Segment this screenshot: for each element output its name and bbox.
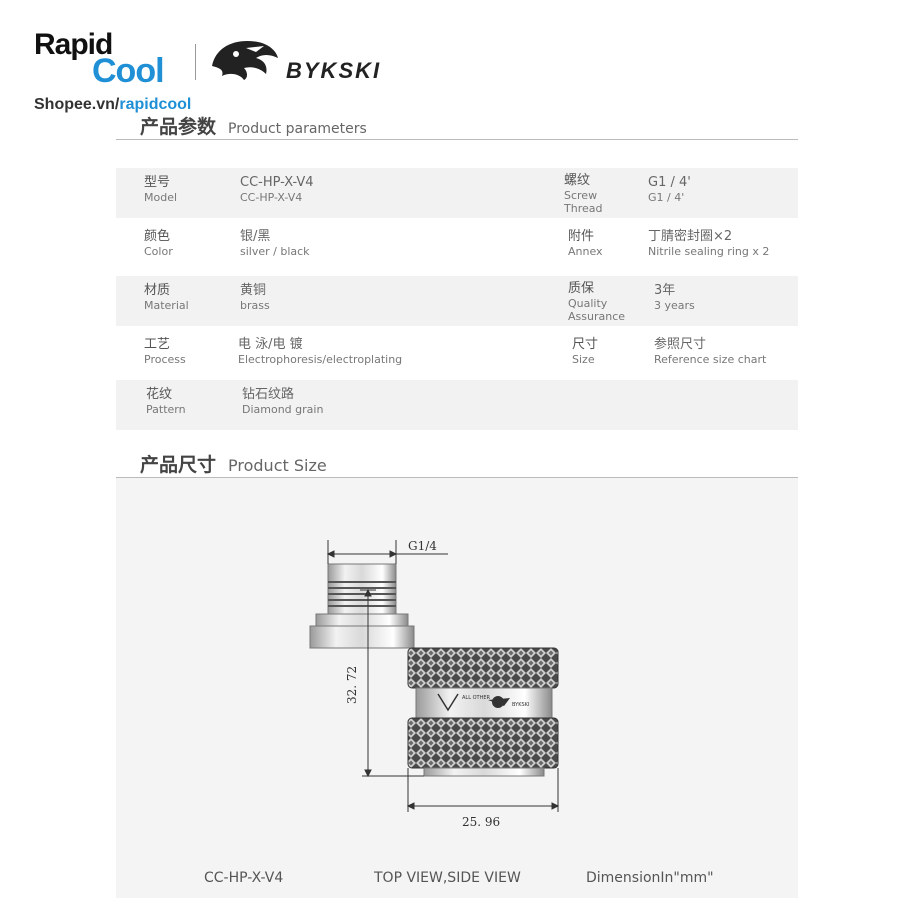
shop-url-handle: rapidcool	[119, 96, 192, 113]
label-en: Model	[144, 191, 178, 204]
width-dimension	[406, 768, 560, 812]
emblem-text-1: ALL OTHER	[462, 695, 490, 701]
caption-units: DimensionIn"mm"	[586, 870, 714, 886]
param-label: 材质 Material	[144, 282, 189, 312]
param-label: 尺寸 Size	[572, 336, 598, 366]
value-en: Electrophoresis/electroplating	[238, 353, 403, 366]
param-value: 丁腈密封圈×2 Nitrile sealing ring x 2	[648, 228, 769, 259]
rapidcool-logo-cool: Cool	[92, 52, 165, 90]
label-en: Annex	[568, 245, 603, 258]
label-en: Quality	[568, 297, 608, 310]
param-value: 电 泳/电 镀 Electrophoresis/electroplating	[238, 336, 402, 367]
param-row-material: 材质 Material 黄铜 brass 质保 Quality Assuranc…	[116, 276, 798, 326]
size-divider	[116, 477, 798, 478]
param-value: 银/黑 silver / black	[240, 228, 310, 259]
upper-knurl-ring	[407, 647, 559, 689]
params-title-en: Product parameters	[228, 121, 367, 137]
fitting-technical-drawing: ALL OTHER BYKSKI G1/4 32. 72	[309, 539, 560, 829]
label-en: Screw	[564, 189, 598, 202]
value-cn: 黄铜	[240, 283, 267, 298]
param-label: 螺纹 Screw Thread	[564, 172, 602, 215]
value-en: 3 years	[654, 299, 695, 312]
size-drawing-panel: ALL OTHER BYKSKI G1/4 32. 72	[116, 478, 798, 898]
label-en: Pattern	[146, 403, 186, 416]
param-value: 参照尺寸 Reference size chart	[654, 336, 766, 367]
thread-dimension-label: G1/4	[408, 539, 437, 553]
label-en: Color	[144, 245, 173, 258]
size-section-heading: 产品尺寸 Product Size	[140, 450, 327, 477]
param-value: 3年 3 years	[654, 282, 695, 313]
label-en-2: Assurance	[568, 310, 626, 323]
label-cn: 颜色	[144, 229, 171, 244]
param-value: G1 / 4' G1 / 4'	[648, 174, 691, 205]
label-cn: 附件	[568, 229, 595, 244]
caption-views: TOP VIEW,SIDE VIEW	[374, 870, 521, 886]
label-cn: 螺纹	[564, 173, 591, 188]
label-cn: 型号	[144, 175, 171, 190]
value-cn: CC-HP-X-V4	[240, 175, 314, 190]
value-en: Diamond grain	[242, 403, 324, 416]
logo-divider	[195, 44, 196, 80]
size-title-en: Product Size	[228, 456, 327, 475]
thread-section	[309, 563, 415, 649]
param-label: 型号 Model	[144, 174, 177, 204]
label-cn: 质保	[568, 281, 595, 296]
value-cn: 钻石纹路	[242, 387, 295, 402]
value-cn: 电 泳/电 镀	[238, 337, 303, 352]
params-divider	[116, 139, 798, 140]
label-cn: 花纹	[146, 387, 173, 402]
param-value: 黄铜 brass	[240, 282, 270, 313]
label-cn: 工艺	[144, 337, 171, 352]
value-en: brass	[240, 299, 270, 312]
value-cn: 3年	[654, 283, 676, 298]
param-row-pattern: 花纹 Pattern 钻石纹路 Diamond grain	[116, 380, 798, 430]
label-en-2: Thread	[564, 202, 603, 215]
size-title-cn: 产品尺寸	[140, 454, 217, 476]
lower-knurl-ring	[407, 717, 559, 769]
caption-model: CC-HP-X-V4	[204, 870, 284, 886]
shop-url-prefix: Shopee.vn/	[34, 96, 120, 113]
param-row-color: 颜色 Color 银/黑 silver / black 附件 Annex 丁腈密…	[116, 222, 798, 272]
param-row-process: 工艺 Process 电 泳/电 镀 Electrophoresis/elect…	[116, 330, 798, 380]
param-label: 工艺 Process	[144, 336, 186, 366]
width-dimension-label: 25. 96	[462, 815, 500, 829]
value-cn: 银/黑	[240, 229, 271, 244]
bykski-emblem-icon	[437, 693, 510, 712]
param-label: 附件 Annex	[568, 228, 603, 258]
param-label: 花纹 Pattern	[146, 386, 186, 416]
label-en: Size	[572, 353, 595, 366]
body-band	[415, 687, 553, 719]
thread-dimension	[326, 540, 448, 564]
bykski-wordmark: BYKSKI	[286, 58, 382, 83]
param-label: 颜色 Color	[144, 228, 173, 258]
value-cn: 参照尺寸	[654, 337, 707, 352]
param-value: 钻石纹路 Diamond grain	[242, 386, 323, 417]
height-dimension	[360, 588, 424, 778]
height-dimension-label: 32. 72	[345, 666, 359, 704]
value-en: Nitrile sealing ring x 2	[648, 245, 770, 258]
bottom-lip	[423, 767, 545, 777]
value-en: silver / black	[240, 245, 310, 258]
label-cn: 尺寸	[572, 337, 599, 352]
shop-url[interactable]: Shopee.vn/rapidcool	[34, 96, 191, 114]
params-section-heading: 产品参数 Product parameters	[140, 112, 367, 139]
param-label: 质保 Quality Assurance	[568, 280, 625, 323]
emblem-text-2: BYKSKI	[512, 702, 529, 708]
bykski-dragon-icon	[212, 41, 278, 80]
value-cn: 丁腈密封圈×2	[648, 229, 733, 244]
param-row-model: 型号 Model CC-HP-X-V4 CC-HP-X-V4 螺纹 Screw …	[116, 168, 798, 218]
label-en: Process	[144, 353, 186, 366]
params-title-cn: 产品参数	[140, 116, 217, 138]
value-en: Reference size chart	[654, 353, 767, 366]
value-en: G1 / 4'	[648, 191, 685, 204]
param-value: CC-HP-X-V4 CC-HP-X-V4	[240, 174, 314, 205]
value-cn: G1 / 4'	[648, 175, 691, 190]
label-en: Material	[144, 299, 189, 312]
label-cn: 材质	[144, 283, 171, 298]
value-en: CC-HP-X-V4	[240, 191, 303, 204]
rapidcool-logo-rapid: Rapid	[34, 28, 113, 61]
